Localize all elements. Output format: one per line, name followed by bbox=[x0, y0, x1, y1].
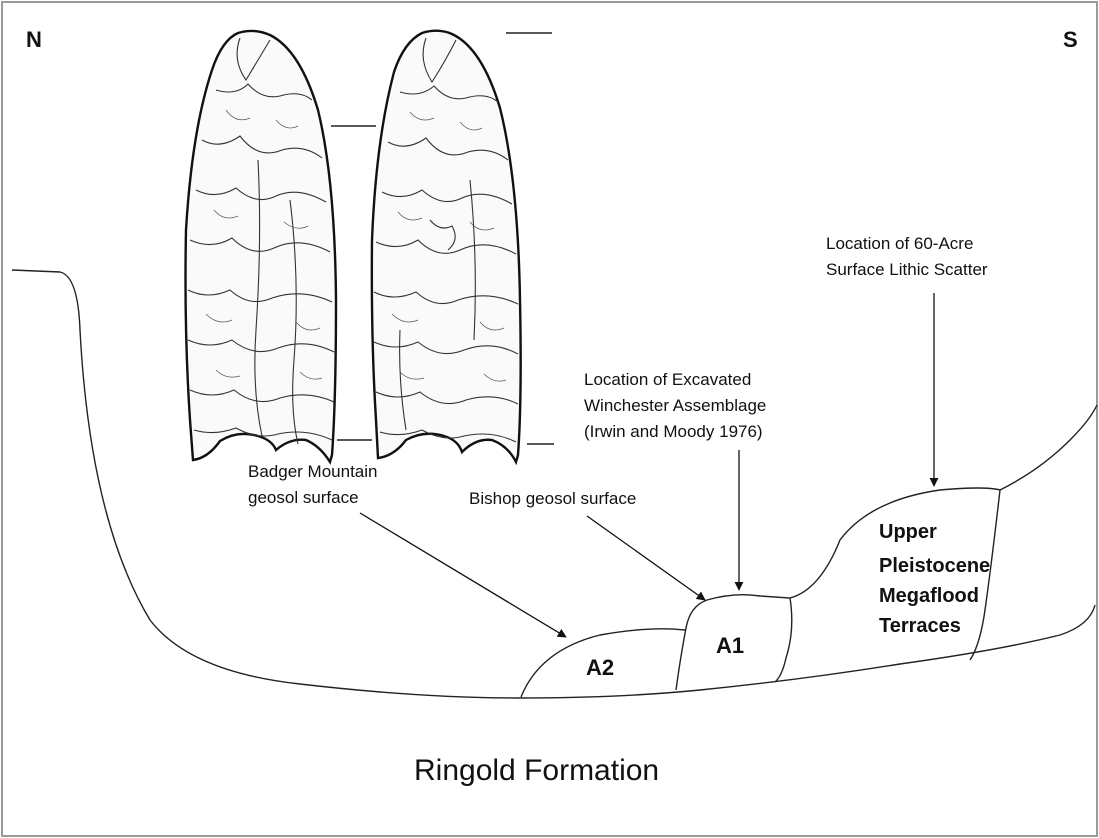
bishop-geosol-arrow bbox=[587, 516, 705, 600]
unit-a2-label: A2 bbox=[586, 655, 614, 680]
badger-mountain-arrow bbox=[360, 513, 566, 637]
projectile-point-drawing-right bbox=[372, 31, 521, 462]
svg-text:Pleistocene: Pleistocene bbox=[879, 555, 990, 577]
south-label: S bbox=[1063, 27, 1078, 52]
lithic-scatter-label: Location of 60-Acre Surface Lithic Scatt… bbox=[826, 234, 988, 279]
badger-mountain-label: Badger Mountain geosol surface bbox=[248, 462, 377, 507]
svg-text:Location of Excavated: Location of Excavated bbox=[584, 370, 751, 389]
svg-text:Terraces: Terraces bbox=[879, 615, 961, 637]
svg-text:Upper: Upper bbox=[879, 521, 937, 543]
north-label: N bbox=[26, 27, 42, 52]
ringold-formation-label: Ringold Formation bbox=[414, 754, 659, 787]
unit-a1-label: A1 bbox=[716, 633, 744, 658]
excavated-assemblage-label: Location of Excavated Winchester Assembl… bbox=[584, 370, 766, 441]
svg-text:Megaflood: Megaflood bbox=[879, 585, 979, 607]
svg-text:(Irwin and Moody 1976): (Irwin and Moody 1976) bbox=[584, 422, 763, 441]
svg-text:Badger Mountain: Badger Mountain bbox=[248, 462, 377, 481]
projectile-point-drawing-left bbox=[186, 31, 337, 462]
svg-text:Surface Lithic Scatter: Surface Lithic Scatter bbox=[826, 260, 988, 279]
svg-text:geosol surface: geosol surface bbox=[248, 488, 359, 507]
bishop-geosol-label: Bishop geosol surface bbox=[469, 489, 636, 508]
terraces-label: Upper Pleistocene Megaflood Terraces bbox=[879, 521, 990, 637]
svg-text:Winchester Assemblage: Winchester Assemblage bbox=[584, 396, 766, 415]
svg-text:Location of 60-Acre: Location of 60-Acre bbox=[826, 234, 973, 253]
a1-a2-contact bbox=[676, 600, 707, 690]
